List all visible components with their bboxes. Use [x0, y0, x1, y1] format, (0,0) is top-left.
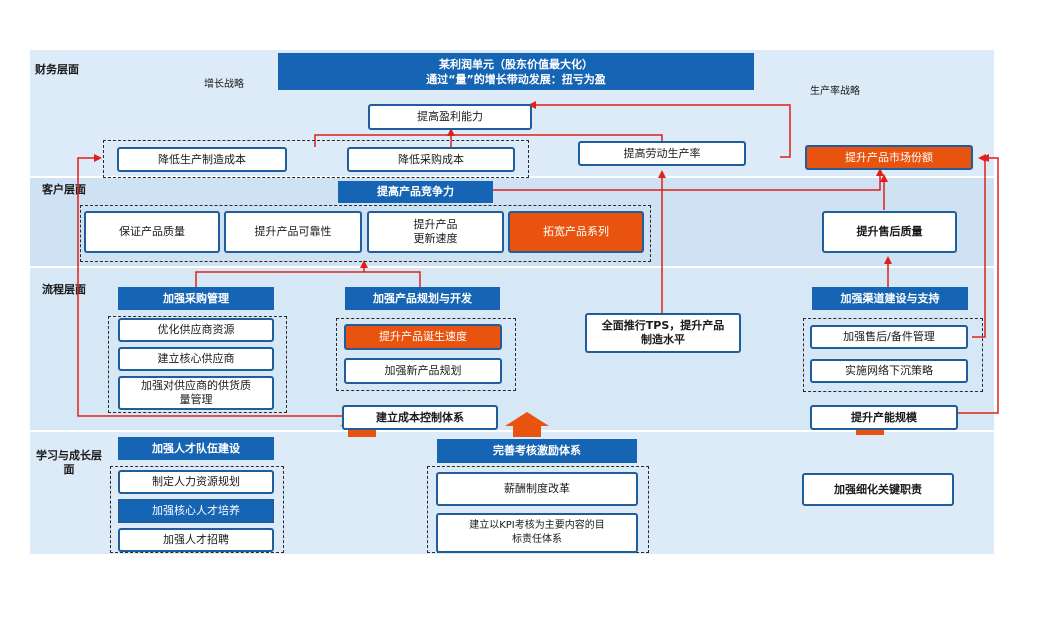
product-planning-box: 加强产品规划与开发	[345, 287, 500, 310]
after-sales-box: 提升售后质量	[822, 211, 957, 253]
reduce-production-cost-box: 降低生产制造成本	[117, 147, 287, 172]
growth-strategy-label: 增长战略	[204, 79, 244, 90]
kpi-line2: 标责任体系	[512, 534, 562, 545]
core-talent-box: 加强核心人才培养	[118, 499, 274, 523]
key-duties-box: 加强细化关键职责	[802, 473, 954, 506]
hr-planning-box: 制定人力资源规划	[118, 470, 274, 494]
finance-layer-label: 财务层面	[35, 63, 79, 76]
recruitment-box: 加强人才招聘	[118, 528, 274, 552]
productivity-strategy-label: 生产率战略	[810, 86, 860, 97]
customer-layer-label: 客户层面	[42, 183, 86, 196]
capacity-box: 提升产能规模	[810, 405, 958, 430]
cost-control-box: 建立成本控制体系	[342, 405, 498, 430]
customer-group	[80, 205, 651, 262]
reduce-purchase-cost-box: 降低采购成本	[347, 147, 515, 172]
supplier-quality-box: 加强对供应商的供货质 量管理	[118, 376, 274, 410]
quality-box: 保证产品质量	[84, 211, 220, 253]
tps-box: 全面推行TPS，提升产品 制造水平	[585, 313, 741, 353]
product-series-box: 拓宽产品系列	[508, 211, 644, 253]
tps-line1: 全面推行TPS，提升产品	[601, 319, 725, 332]
procurement-box: 加强采购管理	[118, 287, 274, 310]
kpi-box: 建立以KPI考核为主要内容的目 标责任体系	[436, 513, 638, 553]
learning-layer-label: 学习与成长层面	[36, 449, 102, 476]
birth-speed-box: 提升产品诞生速度	[344, 324, 502, 350]
update-speed-box: 提升产品 更新速度	[367, 211, 504, 253]
update-speed-line2: 更新速度	[413, 232, 458, 245]
reliability-box: 提升产品可靠性	[224, 211, 362, 253]
talent-group	[110, 466, 284, 553]
talent-team-box: 加强人才队伍建设	[118, 437, 274, 460]
procurement-group	[108, 316, 287, 413]
top-goal-banner: 某利润单元（股东价值最大化） 通过“量”的增长带动发展：扭亏为盈	[278, 53, 754, 90]
salary-reform-box: 薪酬制度改革	[436, 472, 638, 506]
top-goal-line1: 某利润单元（股东价值最大化）	[439, 57, 593, 71]
supplier-resources-box: 优化供应商资源	[118, 318, 274, 342]
core-supplier-box: 建立核心供应商	[118, 347, 274, 371]
product-planning-group	[336, 318, 516, 391]
update-speed-line1: 提升产品	[413, 218, 458, 231]
supplier-quality-line2: 量管理	[179, 393, 213, 406]
incentive-box: 完善考核激励体系	[437, 439, 637, 463]
tps-line2: 制造水平	[641, 333, 685, 346]
labor-productivity-box: 提高劳动生产率	[578, 141, 746, 166]
channel-box: 加强渠道建设与支持	[812, 287, 968, 310]
market-share-box: 提升产品市场份额	[805, 145, 973, 170]
supplier-quality-line1: 加强对供应商的供货质	[141, 379, 251, 392]
channel-group	[803, 318, 983, 392]
network-sinking-box: 实施网络下沉策略	[810, 359, 968, 383]
new-product-plan-box: 加强新产品规划	[344, 358, 502, 384]
competitiveness-box: 提高产品竞争力	[338, 181, 493, 203]
kpi-line1: 建立以KPI考核为主要内容的目	[469, 520, 605, 531]
cost-reduction-group	[103, 140, 529, 178]
top-goal-line2: 通过“量”的增长带动发展：扭亏为盈	[426, 72, 606, 86]
process-layer-label: 流程层面	[42, 283, 86, 296]
profitability-box: 提高盈利能力	[368, 104, 532, 130]
aftersales-parts-box: 加强售后/备件管理	[810, 325, 968, 349]
